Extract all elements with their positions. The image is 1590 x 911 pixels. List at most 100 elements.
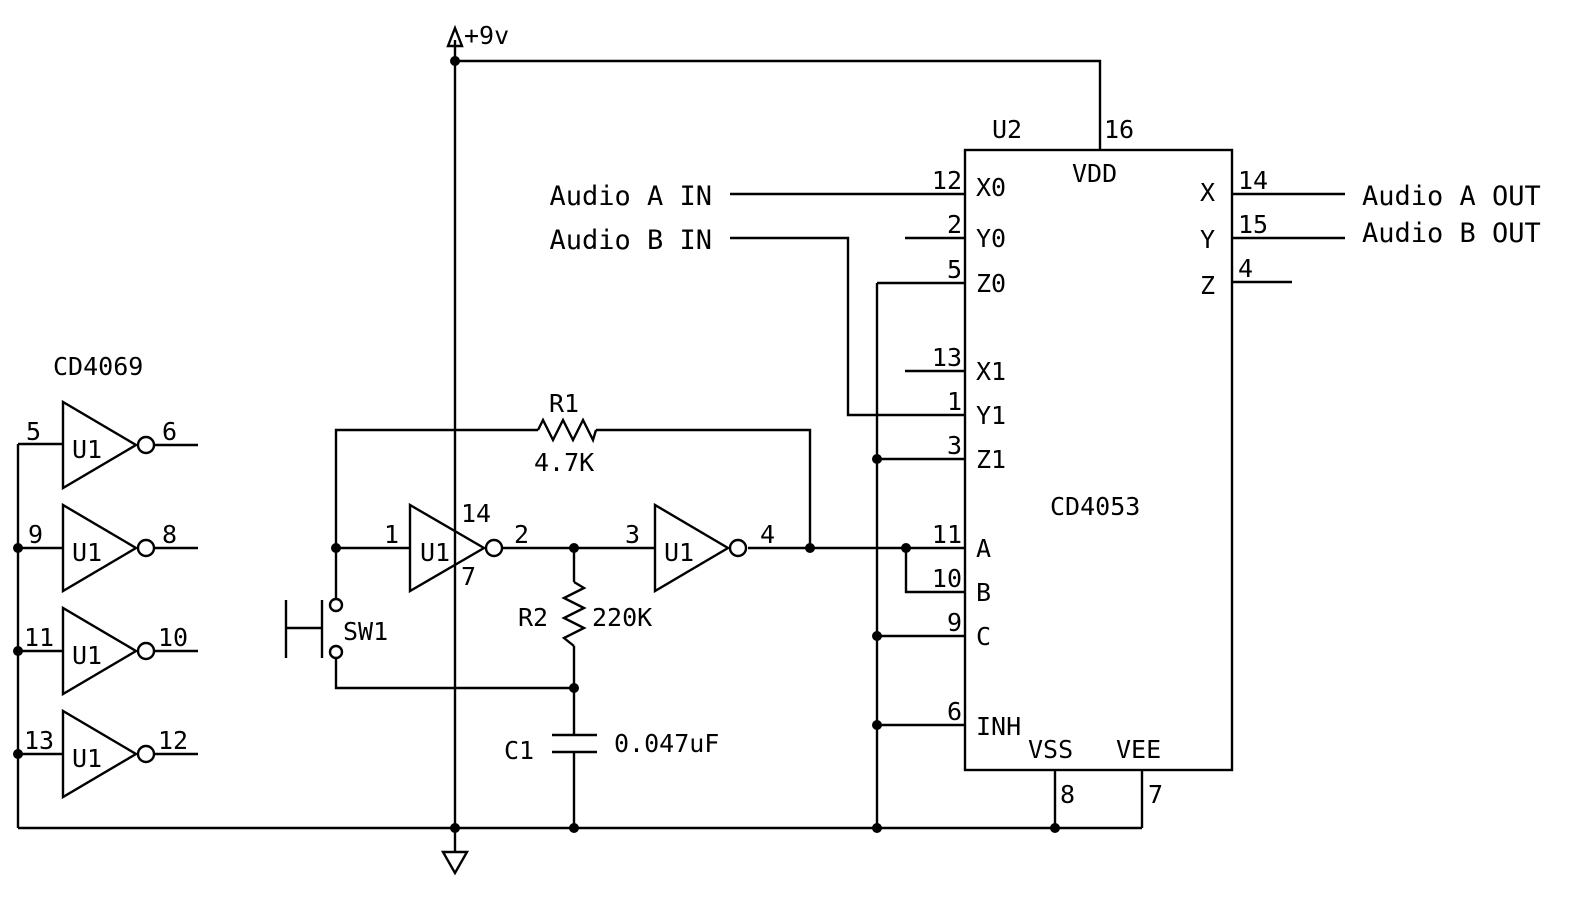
pin-name: Z [1200, 271, 1215, 300]
inverter-triangle-icon [653, 502, 731, 594]
inverter-bubble-icon [136, 538, 156, 558]
pin-name: Y1 [976, 401, 1006, 430]
pin-number: 9 [947, 608, 962, 637]
sw1-ref: SW1 [343, 617, 388, 646]
oscillator-gate-1: U1 1 2 14 7 [384, 499, 529, 594]
inverter-triangle-icon [408, 502, 487, 594]
r1-value: 4.7K [534, 448, 594, 477]
inverter-in-pin: 13 [24, 726, 54, 755]
inverter-gate-1: U1 5 6 [18, 399, 198, 491]
pin-number: 12 [932, 166, 962, 195]
junction-dot [901, 543, 911, 553]
inverter-in-pin: 9 [28, 520, 43, 549]
pin-number: 13 [932, 343, 962, 372]
vdd-pin-number: 16 [1104, 115, 1134, 144]
junction-dot [872, 823, 882, 833]
gate2-out-pin: 4 [760, 520, 775, 549]
pin-number: 11 [932, 520, 962, 549]
pin-name: Y0 [976, 224, 1006, 253]
ic-ref: U2 [992, 115, 1022, 144]
mux-ic: U2 CD4053 16 VDD VSS 8 VEE 7 12 X0 2 Y0 … [932, 115, 1268, 809]
inverter-bubble-icon [136, 744, 156, 764]
inverter-ref: U1 [72, 641, 102, 670]
inverter-out-pin: 10 [158, 623, 188, 652]
inverter-ref: U1 [72, 435, 102, 464]
wires [16, 40, 1345, 830]
pin-number: 6 [947, 697, 962, 726]
pin-number: 14 [1238, 166, 1268, 195]
inverter-gate-4: U1 13 12 [18, 708, 198, 800]
resistor-r2: R2 220K [518, 580, 652, 647]
junction-dot [569, 823, 579, 833]
junction-dot [569, 683, 579, 693]
vss-pin-name: VSS [1028, 735, 1073, 764]
inverter-bubble-icon [728, 538, 748, 558]
junctions [13, 56, 1060, 833]
inverter-in-pin: 5 [26, 417, 41, 446]
junction-dot [569, 543, 579, 553]
ab-tie-wire [904, 548, 965, 594]
pin-number: 10 [932, 564, 962, 593]
junction-dot [872, 454, 882, 464]
ground-symbol-icon [440, 828, 470, 876]
inverter-ref: U1 [72, 744, 102, 773]
ic-part: CD4053 [1050, 492, 1140, 521]
pin-number: 4 [1238, 254, 1253, 283]
inverter-gate-3: U1 11 10 [18, 605, 198, 697]
switch-actuator-icon [284, 600, 324, 658]
junction-dot [872, 720, 882, 730]
vee-pin-number: 7 [1148, 780, 1163, 809]
switch-contact-icon [328, 597, 344, 613]
inverter-in-pin: 11 [24, 623, 54, 652]
gate1-in-pin: 1 [384, 520, 399, 549]
gate1-vss-pin: 7 [461, 562, 476, 591]
switch-bottom-wire [334, 659, 574, 690]
junction-dot [1050, 823, 1060, 833]
gate1-vdd-pin: 14 [461, 499, 491, 528]
pin-number: 15 [1238, 210, 1268, 239]
switch-contact-icon [328, 644, 344, 660]
r2-value: 220K [592, 603, 652, 632]
junction-dot [331, 543, 341, 553]
junction-dot [872, 631, 882, 641]
switch-sw1: SW1 [284, 597, 388, 660]
inverter-bubble-icon [136, 435, 156, 455]
inverter-leads [18, 442, 198, 447]
junction-dot [450, 56, 460, 66]
pin-name: B [976, 578, 991, 607]
chip-ground-wire [875, 281, 965, 828]
resistor-icon [536, 417, 598, 444]
resistor-r1: R1 4.7K [534, 389, 598, 477]
inverter-bubble-icon [136, 641, 156, 661]
pin-name: Y [1200, 225, 1215, 254]
r1-feedback-wire [334, 428, 812, 548]
pin-number: 3 [947, 431, 962, 460]
vdd-pin-name: VDD [1072, 159, 1117, 188]
vcc-arrow-icon [446, 24, 464, 48]
oscillator-gate-2: U1 3 4 [625, 502, 775, 594]
audio-b-in-label: Audio B IN [549, 225, 712, 256]
inverter-part-label: CD4069 [53, 352, 143, 381]
audio-b-in-wire [730, 236, 965, 417]
vss-pin-number: 8 [1060, 780, 1075, 809]
junction-dot [805, 543, 815, 553]
c1-value: 0.047uF [614, 729, 719, 758]
vcc-label: +9v [464, 21, 509, 50]
pin-number: 1 [947, 387, 962, 416]
capacitor-icon [552, 733, 597, 754]
audio-a-in-label: Audio A IN [549, 181, 712, 212]
pin-name: X1 [976, 357, 1006, 386]
inverter-ref: U1 [664, 538, 694, 567]
pin-name: Z0 [976, 269, 1006, 298]
vdd-wire [455, 59, 1102, 150]
pin-name: Z1 [976, 445, 1006, 474]
pin-name: A [976, 534, 991, 563]
r1-ref: R1 [549, 389, 579, 418]
inverter-bubble-icon [484, 538, 504, 558]
inverter-out-pin: 8 [162, 520, 177, 549]
gate1-out-pin: 2 [514, 520, 529, 549]
inverter-gate-2: U1 9 8 [18, 502, 198, 594]
pin-name: X [1200, 178, 1215, 207]
c1-ref: C1 [504, 736, 534, 765]
inverter-out-pin: 12 [158, 726, 188, 755]
